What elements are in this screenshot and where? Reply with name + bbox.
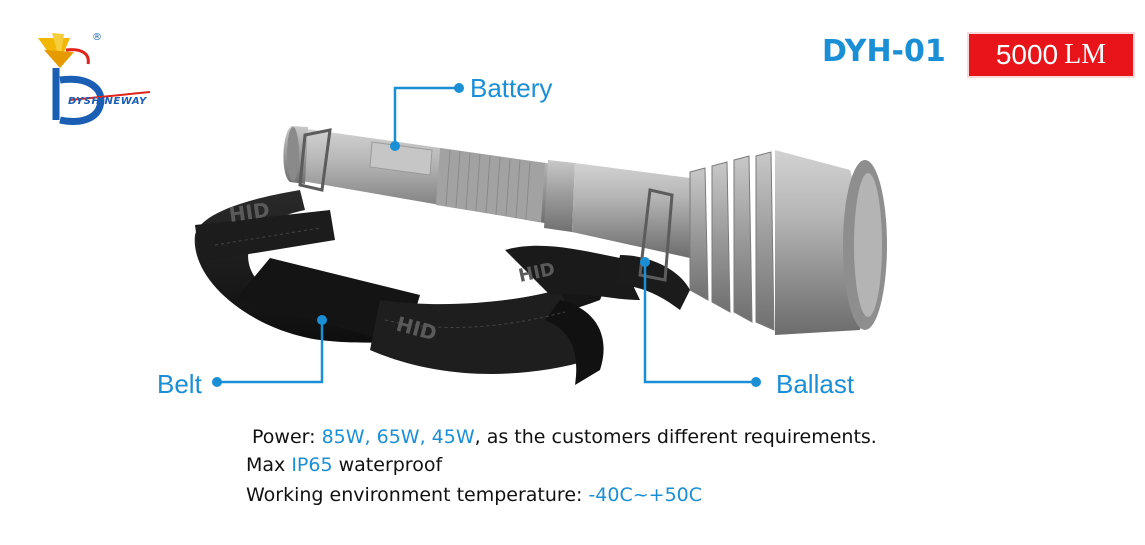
brand-name: DYSHINEWAY bbox=[68, 96, 147, 107]
callout-belt: Belt bbox=[157, 369, 202, 399]
brand-logo: ® bbox=[38, 32, 151, 125]
model-number: DYH-01 bbox=[822, 34, 946, 69]
lumen-badge: 5000 LM bbox=[967, 32, 1135, 78]
spec-power-label: Power: bbox=[252, 426, 322, 448]
lumen-unit: LM bbox=[1064, 39, 1107, 70]
spec-temp-range: -40C~+50C bbox=[588, 484, 703, 506]
callout-lines bbox=[218, 86, 755, 384]
callout-battery: Battery bbox=[470, 73, 553, 103]
belt-strap: HID HID HID bbox=[194, 190, 690, 385]
lumen-value: 5000 bbox=[995, 39, 1059, 70]
spec-waterproof-prefix: Max bbox=[246, 454, 292, 476]
spec-waterproof-suffix: waterproof bbox=[332, 454, 443, 476]
spec-power: Power: 85W, 65W, 45W, as the customers d… bbox=[252, 426, 877, 448]
spec-power-suffix: , as the customers different requirement… bbox=[474, 426, 877, 448]
spec-temp-label: Working environment temperature: bbox=[246, 484, 589, 506]
flashlight bbox=[283, 126, 887, 335]
spec-waterproof-rating: IP65 bbox=[291, 454, 333, 476]
registered-mark: ® bbox=[92, 32, 102, 43]
spec-temperature: Working environment temperature: -40C~+5… bbox=[246, 484, 702, 506]
callout-dots bbox=[212, 83, 761, 387]
spec-waterproof: Max IP65 waterproof bbox=[246, 454, 442, 476]
strap-print: HID bbox=[227, 198, 271, 227]
callout-ballast: Ballast bbox=[776, 369, 855, 399]
spec-power-values: 85W, 65W, 45W bbox=[321, 426, 475, 448]
